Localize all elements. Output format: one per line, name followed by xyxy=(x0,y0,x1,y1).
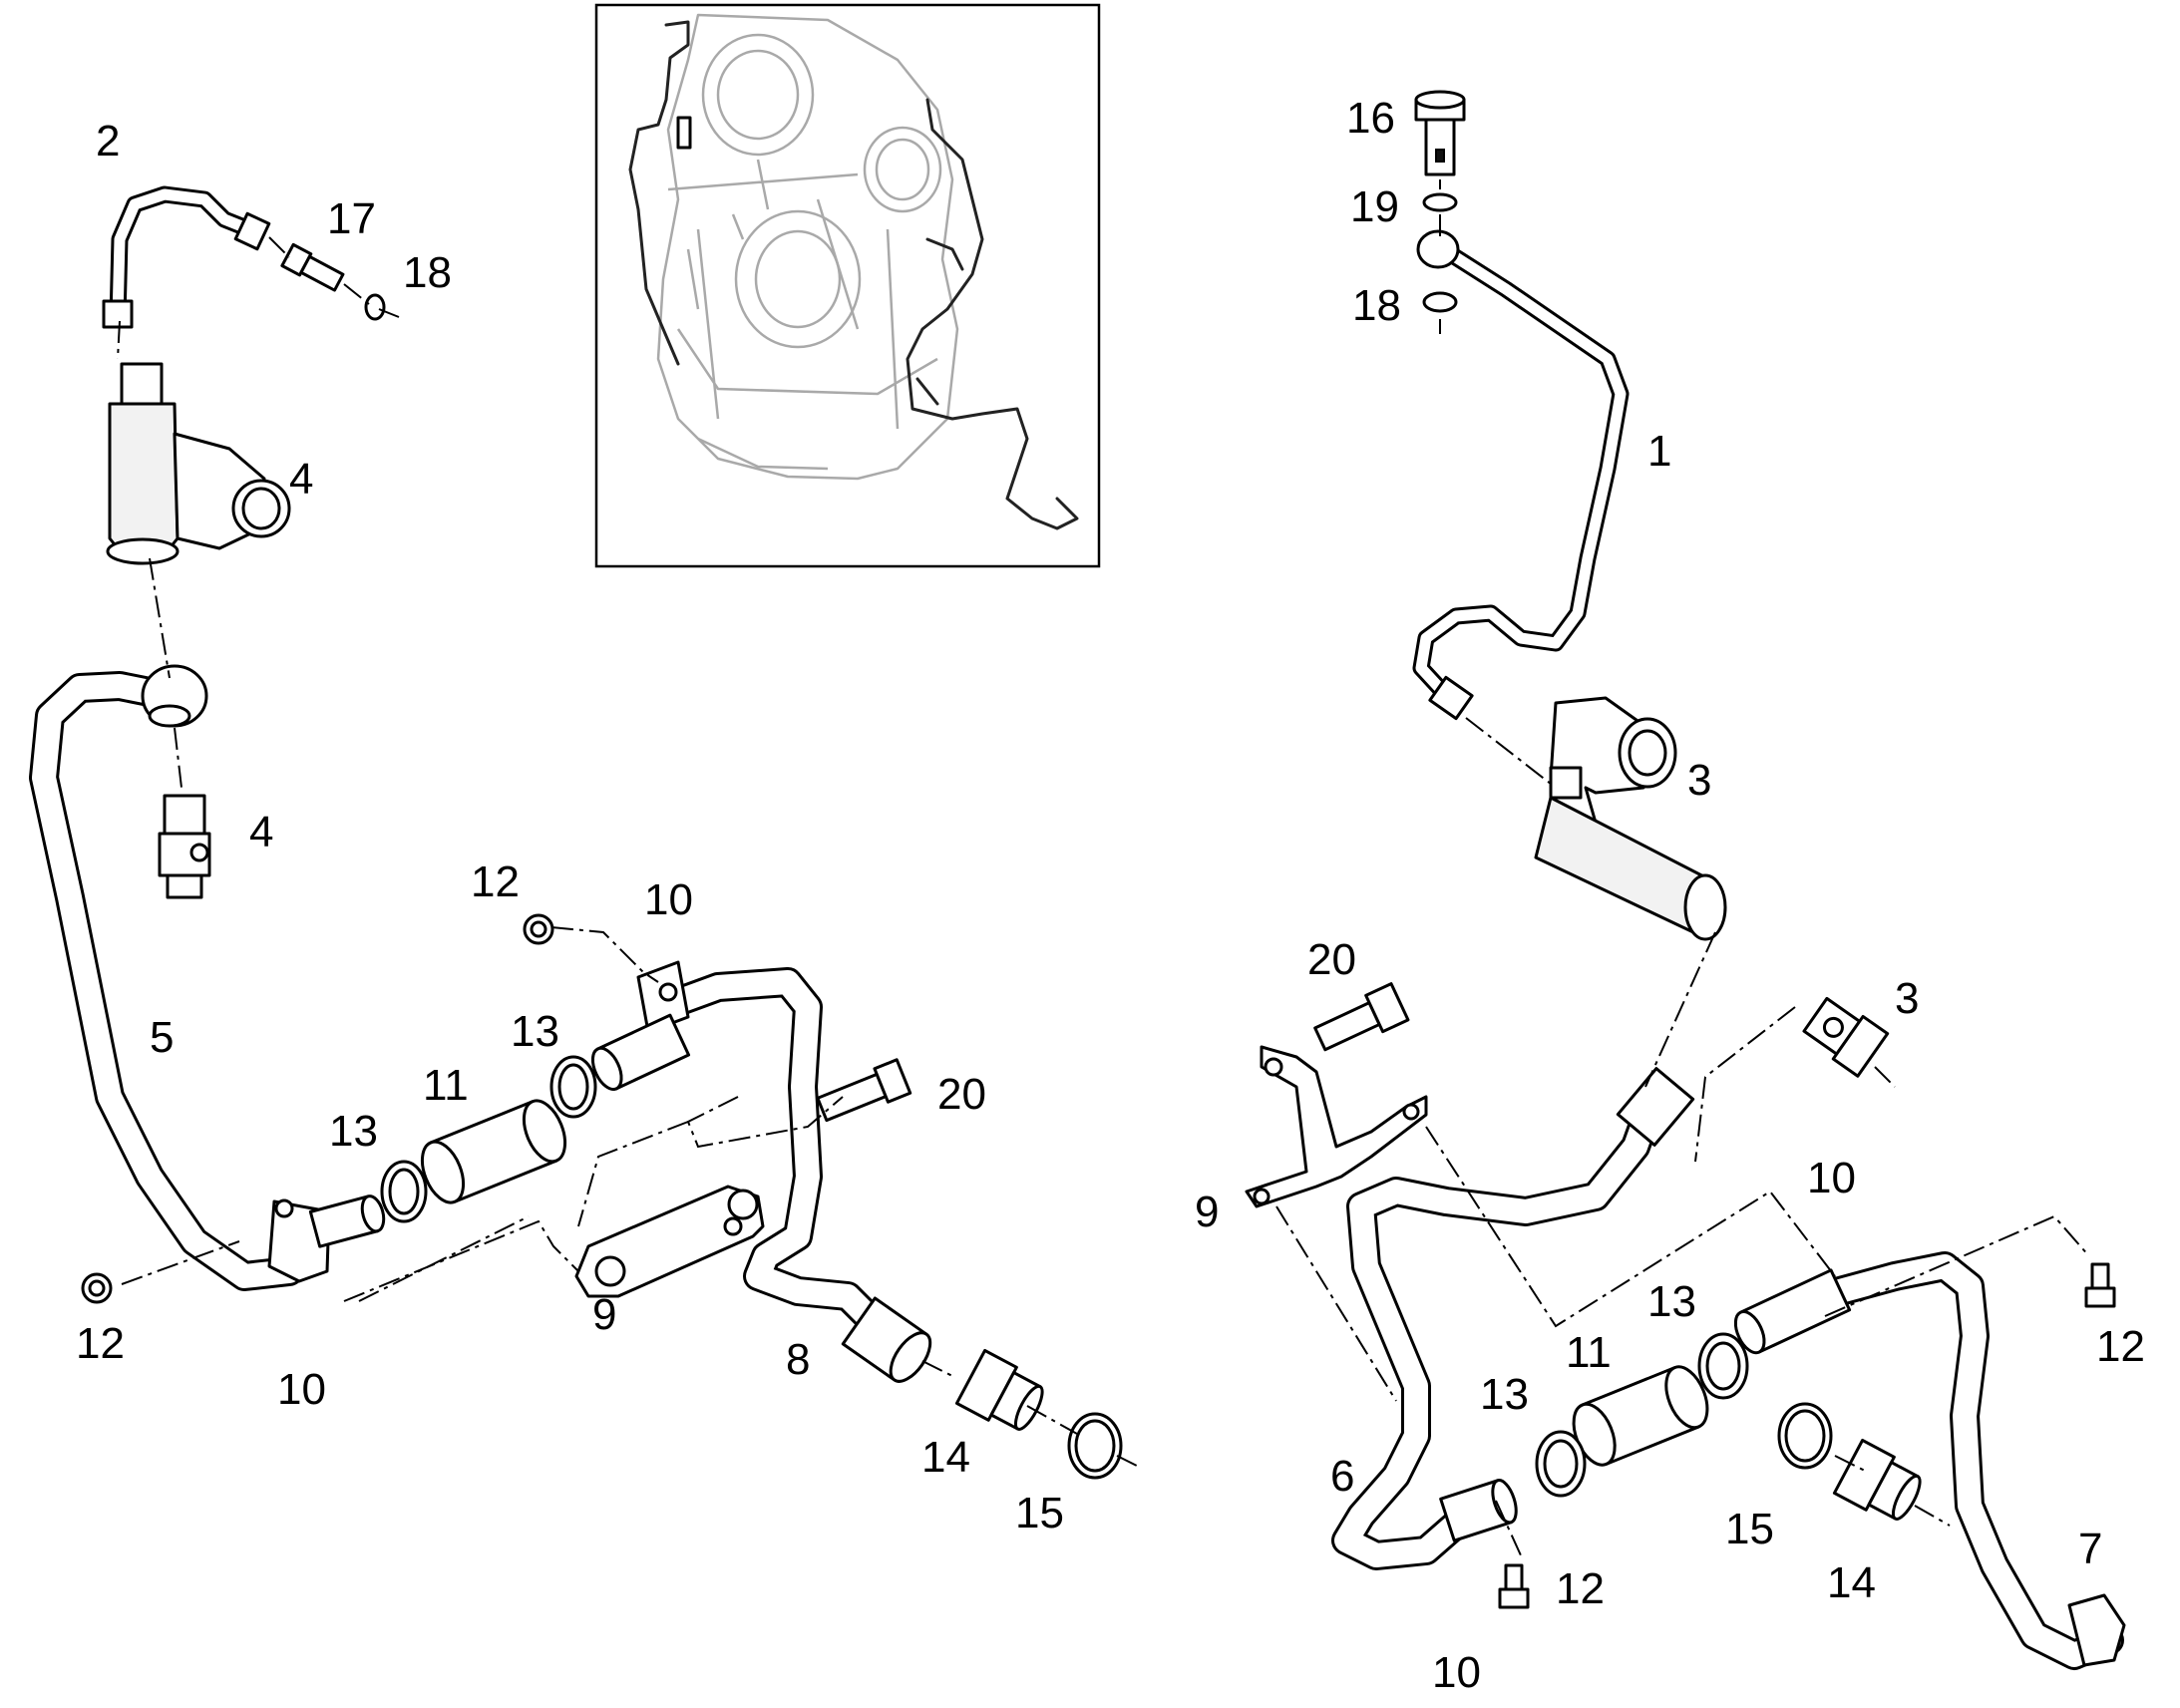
callout-2: 2 xyxy=(96,117,120,166)
fitting-4 xyxy=(158,794,211,899)
callout-15: 15 xyxy=(1725,1505,1774,1553)
callout-12: 12 xyxy=(471,857,520,906)
callout-8: 8 xyxy=(786,1335,810,1384)
callout-17: 17 xyxy=(327,194,376,243)
callout-15: 15 xyxy=(1015,1489,1064,1537)
bolt-20-left xyxy=(816,1058,912,1123)
fitting-3 xyxy=(1802,996,1890,1078)
washer-19 xyxy=(1422,192,1458,212)
callout-13: 13 xyxy=(329,1107,378,1156)
clamp-13-right-upper xyxy=(1697,1332,1749,1400)
pipe-7 xyxy=(1825,1251,2126,1670)
hose-11-left xyxy=(420,1099,567,1204)
washer-18-left xyxy=(364,293,386,321)
washer-18-right xyxy=(1422,291,1458,313)
callout-3: 3 xyxy=(1687,756,1711,805)
inset-highlight-pipes xyxy=(628,20,1079,530)
callout-20: 20 xyxy=(1307,935,1356,984)
pump-3 xyxy=(1534,696,1727,941)
callout-4: 4 xyxy=(289,455,313,504)
callout-7: 7 xyxy=(2078,1525,2102,1573)
callout-9: 9 xyxy=(1195,1188,1219,1236)
callout-5: 5 xyxy=(150,1013,174,1062)
callout-10: 10 xyxy=(644,875,693,924)
callout-12: 12 xyxy=(2096,1322,2145,1371)
ring-15-left xyxy=(1067,1412,1123,1480)
inset-overview xyxy=(594,3,1101,568)
ring-15-right xyxy=(1777,1402,1833,1470)
callout-18: 18 xyxy=(403,248,452,297)
callout-10: 10 xyxy=(1807,1154,1856,1202)
bracket-9-left xyxy=(574,1185,765,1298)
fitting-14-right xyxy=(1832,1438,1922,1521)
callout-14: 14 xyxy=(921,1433,970,1482)
pipe-6 xyxy=(1331,1067,1695,1570)
callout-11: 11 xyxy=(423,1061,469,1110)
callout-18: 18 xyxy=(1352,281,1401,330)
callout-11: 11 xyxy=(1566,1328,1612,1377)
callout-labels: 1 2 3 3 4 4 5 6 7 8 9 9 10 10 10 10 11 1… xyxy=(76,94,2145,1697)
clamp-13-left-lower xyxy=(380,1160,428,1223)
callout-6: 6 xyxy=(1330,1452,1354,1501)
callout-10: 10 xyxy=(1432,1648,1481,1697)
connector-10-left-upper xyxy=(590,1013,691,1091)
callout-13: 13 xyxy=(1480,1370,1529,1419)
assembly-guide-lines xyxy=(117,179,2090,1556)
banjo-bolt-16 xyxy=(1414,90,1466,176)
bolt-12-left-lower xyxy=(81,1272,113,1304)
callout-1: 1 xyxy=(1647,427,1671,476)
clamp-13-left-upper xyxy=(549,1055,597,1119)
inset-housing-drawing xyxy=(656,13,959,481)
callout-12: 12 xyxy=(1556,1564,1605,1613)
pipe-2 xyxy=(102,185,271,329)
pipe-5 xyxy=(29,664,331,1291)
pipe-1 xyxy=(1412,229,1630,721)
callout-12: 12 xyxy=(76,1319,125,1368)
banjo-bolt-17 xyxy=(280,242,345,292)
bolt-20-right xyxy=(1313,982,1410,1052)
connector-10-right-upper xyxy=(1733,1268,1852,1355)
pipe-8 xyxy=(636,960,932,1383)
connector-10-right-lower xyxy=(1439,1479,1518,1542)
connector-10-left-lower xyxy=(308,1195,386,1248)
callout-14: 14 xyxy=(1827,1558,1876,1607)
callout-13: 13 xyxy=(1647,1277,1696,1326)
hose-11-right xyxy=(1572,1365,1709,1467)
bolt-12-right-upper xyxy=(2084,1262,2116,1308)
inset-frame xyxy=(594,3,1101,568)
inset-sensor-icon xyxy=(676,116,692,150)
callout-3: 3 xyxy=(1895,974,1919,1023)
bolt-12-left-upper xyxy=(523,913,554,945)
bracket-9-right xyxy=(1245,1045,1428,1208)
callout-4: 4 xyxy=(249,808,273,856)
pump-4 xyxy=(106,362,291,565)
callout-10: 10 xyxy=(277,1365,326,1414)
callout-20: 20 xyxy=(937,1070,986,1119)
fitting-14-left xyxy=(954,1348,1044,1431)
callout-19: 19 xyxy=(1350,182,1399,231)
bolt-12-right-lower xyxy=(1498,1563,1530,1609)
clamp-13-right-lower xyxy=(1535,1430,1587,1498)
callout-9: 9 xyxy=(592,1290,616,1339)
callout-16: 16 xyxy=(1346,94,1395,143)
callout-13: 13 xyxy=(511,1007,559,1056)
